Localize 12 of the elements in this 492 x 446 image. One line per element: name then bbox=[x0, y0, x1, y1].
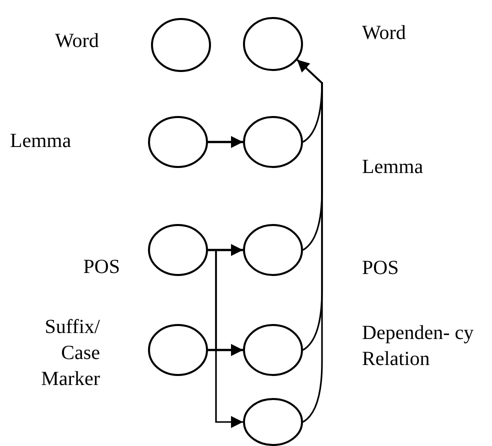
arrow bbox=[208, 344, 243, 356]
row-label: Word bbox=[55, 29, 100, 54]
arrow bbox=[208, 136, 243, 148]
row-label: Word bbox=[362, 21, 407, 46]
row-label: Suffix/ Case Marker bbox=[40, 315, 100, 392]
arrow bbox=[296, 59, 323, 423]
row-label: Dependen- cy Relation bbox=[362, 321, 475, 372]
row-label: POS bbox=[362, 256, 400, 281]
row-label: Lemma bbox=[362, 155, 424, 180]
arrow bbox=[208, 249, 243, 428]
row-label: POS bbox=[82, 255, 120, 280]
row-label: Lemma bbox=[10, 129, 72, 154]
